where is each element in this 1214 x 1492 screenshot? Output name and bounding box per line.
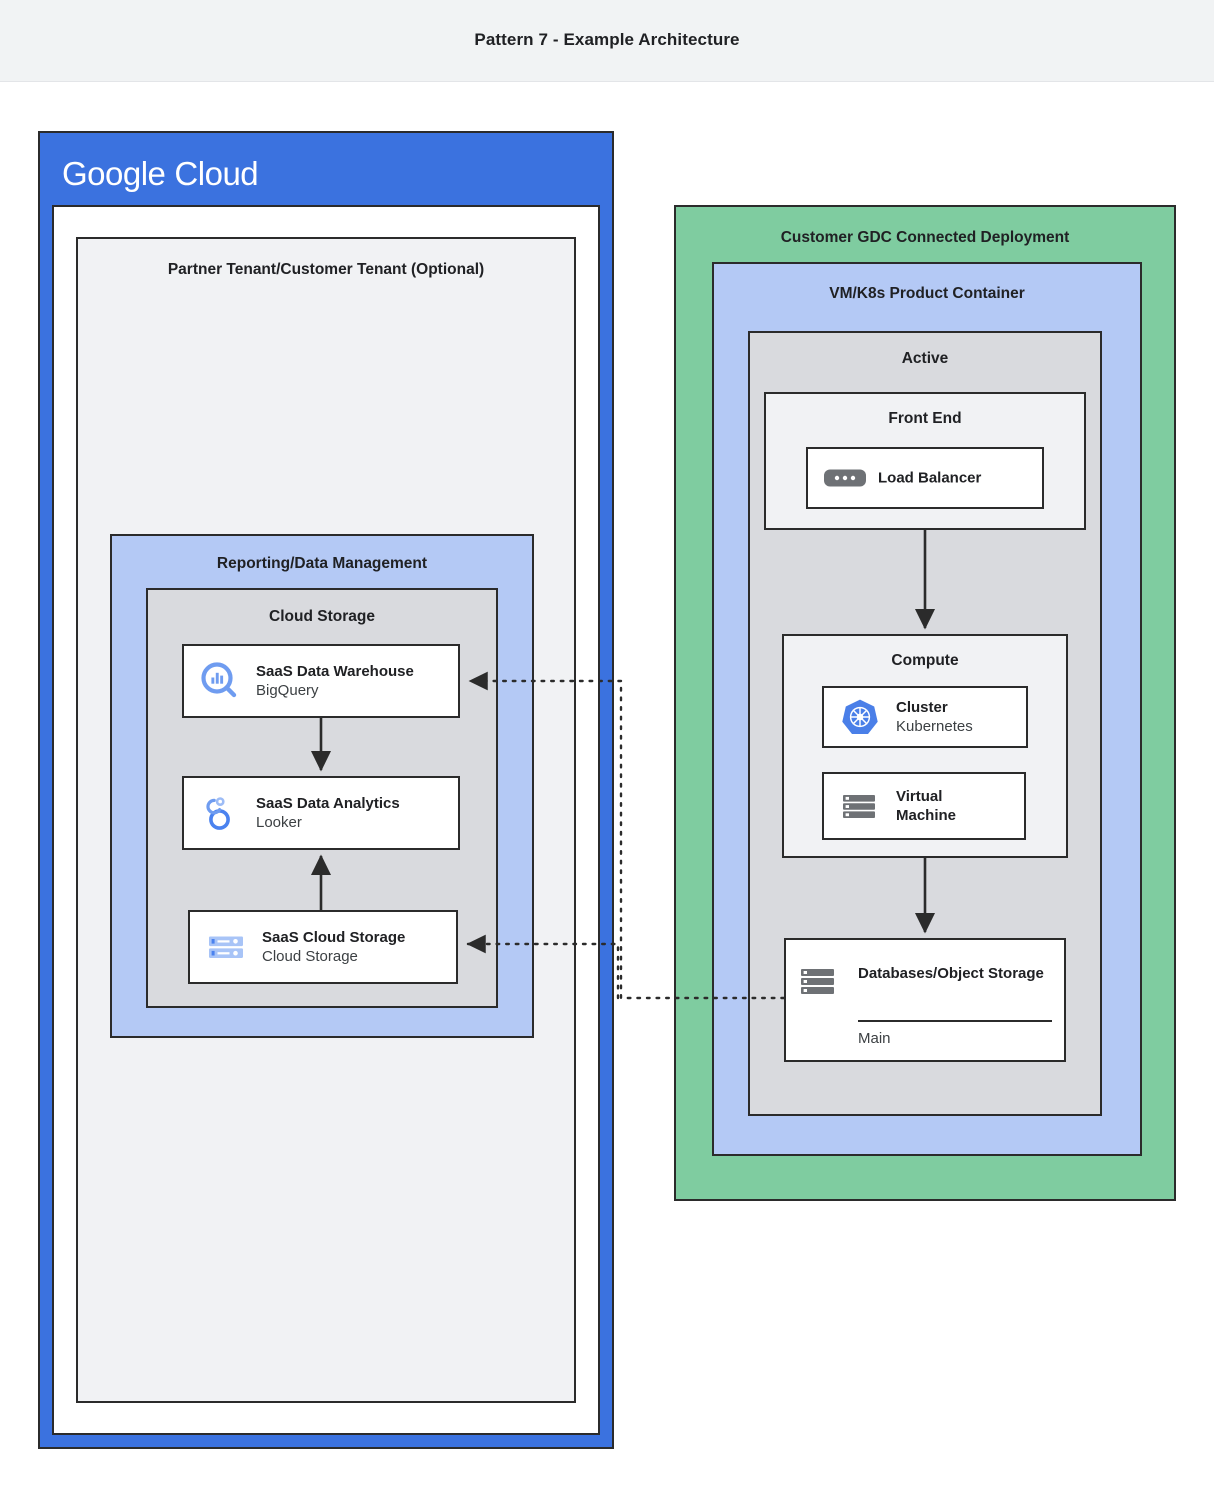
cloud-storage-group-title: Cloud Storage	[269, 608, 375, 625]
card-cluster-kubernetes[interactable]: Cluster Kubernetes	[822, 686, 1028, 748]
database-storage-icon	[800, 966, 838, 1004]
card-text: SaaS Data Warehouse BigQuery	[256, 662, 414, 700]
looker-icon	[200, 793, 240, 833]
card-title: SaaS Data Warehouse	[256, 662, 414, 680]
vm-k8s-title: VM/K8s Product Container	[829, 285, 1025, 302]
card-subtitle: Kubernetes	[896, 718, 973, 735]
card-databases-object-storage[interactable]: Databases/Object Storage Main	[784, 938, 1066, 1062]
card-title: Cluster	[896, 698, 948, 716]
kubernetes-icon	[840, 697, 880, 737]
vm-line-2: Machine	[896, 807, 957, 824]
card-text: SaaS Cloud Storage Cloud Storage	[262, 928, 405, 966]
card-saas-data-warehouse[interactable]: SaaS Data Warehouse BigQuery	[182, 644, 460, 718]
card-text: SaaS Data Analytics Looker	[256, 794, 400, 832]
database-divider	[858, 1020, 1052, 1022]
card-virtual-machine[interactable]: Cluster Virtual Machine	[822, 772, 1026, 840]
card-text: Cluster Kubernetes	[896, 698, 973, 736]
active-title: Active	[901, 350, 949, 367]
front-end-title: Front End	[888, 410, 962, 427]
page-title: Pattern 7 - Example Architecture	[474, 30, 740, 49]
card-text: Load Balancer	[878, 468, 981, 487]
reporting-title: Reporting/Data Management	[216, 555, 428, 572]
virtual-machine-icon	[840, 786, 880, 826]
vm-line-1: Virtual	[896, 787, 943, 805]
title-bar: Pattern 7 - Example Architecture	[0, 0, 1214, 82]
logo-cloud-text: Cloud	[174, 155, 259, 192]
logo-google-text: Google	[62, 155, 166, 192]
card-saas-data-analytics[interactable]: SaaS Data Analytics Looker	[182, 776, 460, 850]
card-load-balancer[interactable]: Load Balancer	[806, 447, 1044, 509]
bigquery-icon	[200, 661, 240, 701]
database-label: Databases/Object Storage	[858, 965, 1044, 982]
card-title: SaaS Data Analytics	[256, 794, 400, 812]
compute-title: Compute	[891, 652, 959, 669]
card-saas-cloud-storage[interactable]: SaaS Cloud Storage Cloud Storage	[188, 910, 458, 984]
card-text: Cluster Virtual Machine	[896, 787, 956, 825]
card-subtitle: Cloud Storage	[262, 948, 358, 965]
load-balancer-icon	[824, 466, 866, 490]
cloud-storage-icon	[206, 927, 246, 967]
card-subtitle: Looker	[256, 814, 302, 831]
gdc-title: Customer GDC Connected Deployment	[780, 229, 1070, 246]
database-sub-label: Main	[858, 1030, 891, 1047]
card-title: SaaS Cloud Storage	[262, 928, 406, 946]
partner-tenant-title: Partner Tenant/Customer Tenant (Optional…	[167, 261, 485, 278]
load-balancer-label: Load Balancer	[878, 469, 982, 487]
card-subtitle: BigQuery	[256, 682, 319, 699]
